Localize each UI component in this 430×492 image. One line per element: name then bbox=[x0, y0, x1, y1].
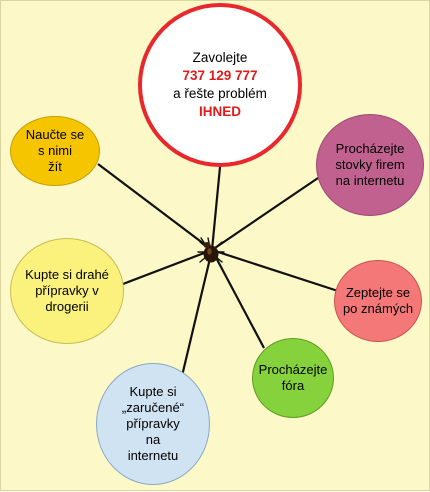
connector-zeptejte bbox=[211, 248, 339, 293]
option-fora-node: Procházejte fóra bbox=[252, 338, 334, 418]
option-zeptejte-node: Zeptejte se po známých bbox=[334, 260, 422, 342]
connector-kupte-drahe bbox=[122, 248, 213, 286]
option-naucte-node: Naučte se s nimi žít bbox=[10, 116, 100, 186]
option-prochazejte-firmy-node: Procházejte stovky firem na internetu bbox=[316, 114, 424, 216]
bedbug-icon bbox=[197, 237, 225, 263]
option-zarucene-node: Kupte si „zaručené“ přípravky na interne… bbox=[96, 363, 210, 485]
option-naucte-label: Naučte se s nimi žít bbox=[25, 127, 85, 174]
connector-zarucene bbox=[180, 249, 214, 377]
connector-naucte bbox=[97, 163, 213, 251]
option-zeptejte-label: Zeptejte se po známých bbox=[342, 285, 414, 316]
option-fora-label: Procházejte fóra bbox=[258, 362, 328, 393]
hub-phone: 737 129 777 bbox=[182, 68, 258, 83]
option-prochazejte-firmy-label: Procházejte stovky firem na internetu bbox=[335, 141, 405, 188]
hub-urgent: IHNED bbox=[198, 104, 241, 119]
connector-hub bbox=[210, 166, 222, 251]
connector-prochazejte-firmy bbox=[211, 177, 319, 251]
connector-fora bbox=[211, 249, 265, 349]
option-kupte-drahe-label: Kupte si drahé přípravky v drogerii bbox=[25, 267, 109, 314]
option-zarucene-label: Kupte si „zaručené“ přípravky na interne… bbox=[121, 384, 185, 463]
option-kupte-drahe-node: Kupte si drahé přípravky v drogerii bbox=[10, 238, 124, 344]
hub-line1: Zavolejte bbox=[192, 50, 248, 65]
hub-line2: a řešte problém bbox=[173, 86, 267, 101]
hub-call-node: Zavolejte 737 129 777 a řešte problém IH… bbox=[138, 3, 302, 167]
